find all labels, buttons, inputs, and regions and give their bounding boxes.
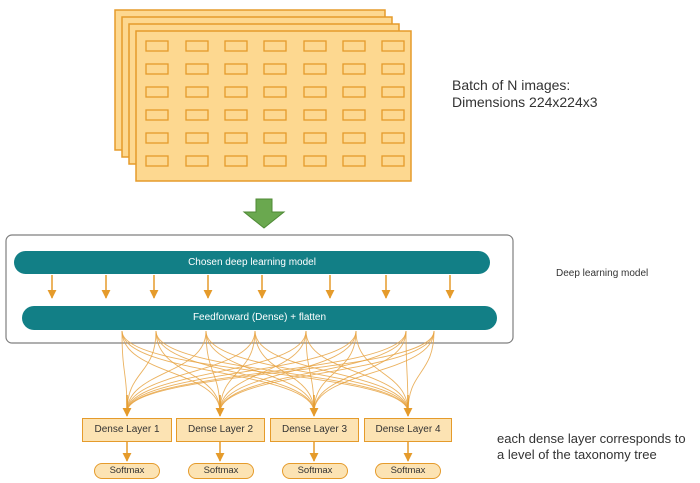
pixel-cell (381, 109, 405, 121)
pixel-cell (145, 132, 169, 144)
pixel-cell (145, 86, 169, 98)
base-model-bar (14, 251, 490, 274)
pixel-cell (263, 132, 287, 144)
connection-curve (155, 330, 221, 413)
pixel-cell (224, 63, 248, 75)
connection-curve (126, 330, 407, 413)
pixel-cell (224, 155, 248, 167)
connection-curve (355, 330, 409, 413)
softmax-4: Softmax (375, 463, 441, 479)
pixel-grid (145, 40, 405, 167)
pixel-cell (224, 40, 248, 52)
pixel-cell (263, 63, 287, 75)
connection-curve (313, 330, 407, 413)
dense-layer-2: Dense Layer 2 (176, 418, 265, 442)
pixel-cell (224, 86, 248, 98)
pixel-cell (224, 132, 248, 144)
connection-curve (254, 330, 409, 413)
batch-label-line2: Dimensions 224x224x3 (452, 94, 598, 110)
connection-curve (313, 330, 435, 413)
deep-learning-model-label: Deep learning model (556, 268, 649, 279)
softmax-1: Softmax (94, 463, 160, 479)
connection-curve (126, 330, 157, 413)
softmax-arrows (122, 442, 413, 462)
pixel-cell (263, 155, 287, 167)
connection-curve (305, 330, 409, 413)
connection-curve (121, 330, 221, 413)
pixel-cell (263, 109, 287, 121)
dense-layer-4: Dense Layer 4 (364, 418, 452, 442)
pixel-cell (185, 155, 209, 167)
feedforward-bar (22, 306, 497, 330)
connection-curve (155, 330, 315, 413)
pixel-cell (185, 132, 209, 144)
dense-layer-3: Dense Layer 3 (270, 418, 359, 442)
pixel-cell (145, 40, 169, 52)
pixel-cell (145, 109, 169, 121)
pixel-cell (342, 109, 366, 121)
pixel-cell (303, 86, 327, 98)
feedforward-label: Feedforward (Dense) + flatten (192, 312, 327, 323)
softmax-2: Softmax (188, 463, 254, 479)
base-model-label: Chosen deep learning model (188, 257, 316, 268)
connection-curve (219, 330, 407, 413)
dense-note-line1: each dense layer corresponds to (497, 431, 686, 446)
connection-curve (126, 330, 256, 413)
connection-curve (126, 330, 307, 413)
pixel-cell (303, 132, 327, 144)
pixel-cell (342, 132, 366, 144)
pixel-cell (263, 40, 287, 52)
connection-curve (219, 330, 256, 413)
pixel-cell (224, 109, 248, 121)
pixel-cell (342, 155, 366, 167)
pixel-cell (185, 109, 209, 121)
pixel-cell (381, 155, 405, 167)
dense-note-line2: a level of the taxonomy tree (497, 447, 657, 462)
pixel-cell (303, 63, 327, 75)
connection-curve (205, 330, 409, 413)
pixel-cell (185, 40, 209, 52)
pixel-cell (342, 63, 366, 75)
pixel-cell (303, 109, 327, 121)
connection-curve (219, 330, 435, 413)
pixel-cell (381, 40, 405, 52)
image-batch-stack (114, 9, 412, 182)
batch-label: Batch of N images: Dimensions 224x224x3 (452, 77, 632, 111)
pixel-cell (185, 63, 209, 75)
pixel-cell (145, 63, 169, 75)
pixel-cell (185, 86, 209, 98)
connection-curve (205, 330, 315, 413)
pixel-cell (303, 155, 327, 167)
connection-curve (219, 330, 307, 413)
pixel-cell (381, 132, 405, 144)
dense-connections (121, 330, 435, 417)
input-arrow (242, 198, 286, 229)
dense-layer-note: each dense layer corresponds to a level … (497, 431, 697, 463)
pixel-cell (145, 155, 169, 167)
connection-curve (126, 330, 207, 413)
pixel-cell (342, 40, 366, 52)
pixel-cell (381, 86, 405, 98)
connection-curve (313, 330, 357, 413)
connection-curve (254, 330, 315, 413)
softmax-3: Softmax (282, 463, 348, 479)
model-arrows (47, 275, 455, 299)
pixel-cell (263, 86, 287, 98)
connection-curve (126, 330, 435, 413)
connection-curve (219, 330, 357, 413)
pixel-cell (381, 63, 405, 75)
connection-curve (407, 330, 435, 413)
dense-layer-1: Dense Layer 1 (82, 418, 172, 442)
pixel-cell (342, 86, 366, 98)
batch-label-line1: Batch of N images: (452, 77, 571, 93)
pixel-cell (303, 40, 327, 52)
connection-curve (126, 330, 357, 413)
